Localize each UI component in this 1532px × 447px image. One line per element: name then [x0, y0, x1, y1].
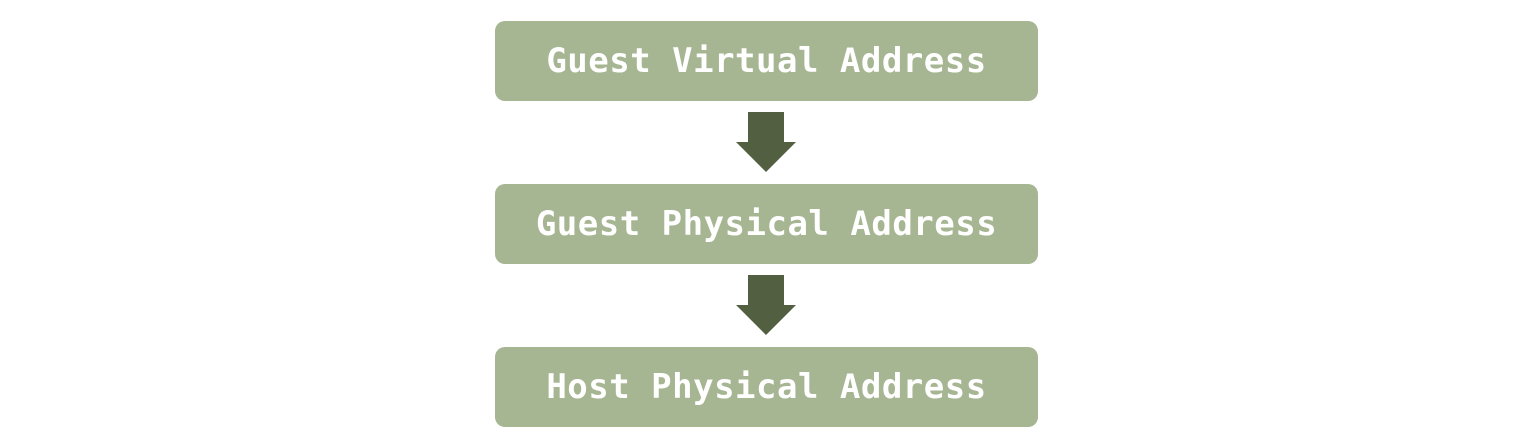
arrow-shape — [736, 275, 796, 335]
down-arrow-icon — [736, 275, 796, 335]
guest-virtual-address-box: Guest Virtual Address — [495, 21, 1038, 101]
guest-physical-address-label: Guest Physical Address — [535, 204, 998, 244]
host-physical-address-label: Host Physical Address — [546, 367, 987, 407]
guest-physical-address-box: Guest Physical Address — [495, 184, 1038, 264]
host-physical-address-box: Host Physical Address — [495, 347, 1038, 427]
arrow-shape — [736, 112, 796, 172]
guest-virtual-address-label: Guest Virtual Address — [546, 41, 987, 81]
down-arrow-icon — [736, 112, 796, 172]
